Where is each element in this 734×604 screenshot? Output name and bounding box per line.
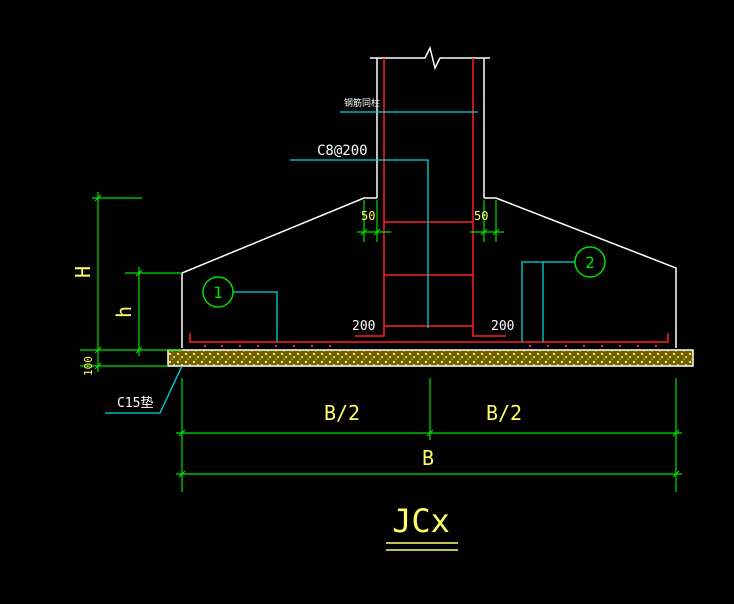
drawing-title: JCx xyxy=(392,502,450,540)
horizontal-dims xyxy=(176,378,682,492)
bottom-rebar-dots xyxy=(203,344,658,348)
svg-text:1: 1 xyxy=(213,283,223,302)
svg-text:2: 2 xyxy=(585,253,595,272)
cushion-label: C15垫 xyxy=(117,395,153,411)
bottom-rebar xyxy=(189,333,669,343)
dim-50-right: 50 xyxy=(474,209,488,223)
dim-200-right: 200 xyxy=(491,319,514,334)
footing-outline xyxy=(181,197,677,348)
dim-cushion-thickness: 100 xyxy=(82,356,95,376)
stirrup-label: C8@200 xyxy=(317,143,368,159)
dim-edge-height: h xyxy=(112,306,136,318)
dim-half-left: B/2 xyxy=(324,401,360,425)
bar-1-marker: 1 xyxy=(202,276,234,308)
dim-half-right: B/2 xyxy=(486,401,522,425)
vertical-dims xyxy=(80,192,182,372)
dim-50-left: 50 xyxy=(361,209,375,223)
column-rebar-label: 钢筋同柱 xyxy=(344,97,380,109)
bar-2-marker: 2 xyxy=(574,246,606,278)
column-outline xyxy=(370,45,490,198)
leader-lines xyxy=(105,111,575,414)
dim-200-left: 200 xyxy=(352,319,375,334)
cushion-layer xyxy=(167,349,694,367)
offset-dims xyxy=(357,200,504,242)
dim-full-width: B xyxy=(422,446,434,470)
dim-total-height: H xyxy=(71,266,95,278)
